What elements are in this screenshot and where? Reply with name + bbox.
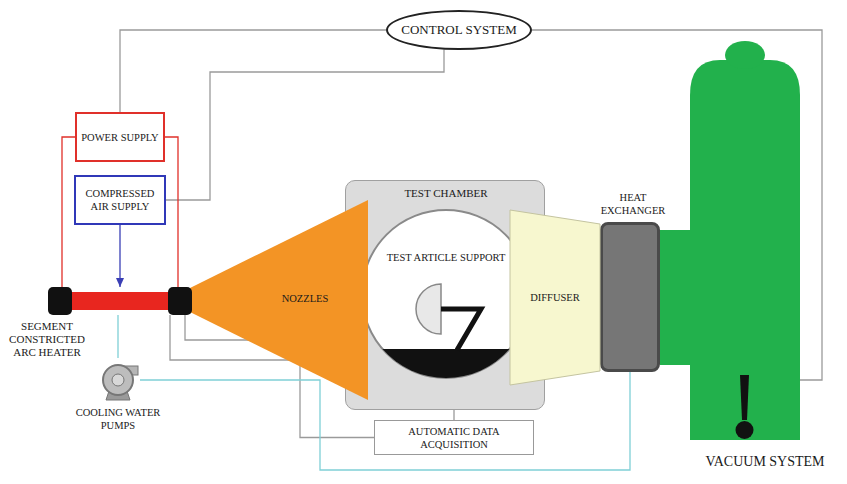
arc-heater-outline bbox=[48, 287, 192, 315]
node-label: COMPRESSED AIR SUPPLY bbox=[80, 187, 160, 213]
vacuum-tank-outline bbox=[660, 35, 800, 440]
text-holder: VACUUM SYSTEM bbox=[680, 453, 847, 470]
control-wire bbox=[120, 30, 386, 112]
text-holder: POWER SUPPLY bbox=[77, 114, 163, 160]
heat-exchanger: HEAT EXCHANGER bbox=[600, 222, 660, 372]
text-holder: COOLING WATER PUMPS bbox=[72, 406, 164, 432]
text-holder: DIFFUSER bbox=[510, 210, 600, 385]
node-label: HEAT EXCHANGER bbox=[588, 191, 678, 217]
air-feed-arrow bbox=[119, 225, 120, 287]
text-holder: NOZZLES bbox=[250, 292, 360, 305]
node-label: TEST ARTICLE SUPPORT bbox=[386, 251, 506, 264]
power-supply-box: POWER SUPPLY bbox=[75, 112, 165, 162]
nozzle-cone-outline bbox=[190, 200, 368, 400]
test-section-circle-outline bbox=[361, 209, 531, 379]
text-holder: HEAT EXCHANGER bbox=[588, 191, 678, 217]
vacuum-tank: VACUUM SYSTEM bbox=[660, 35, 800, 440]
text-holder: AUTOMATIC DATA ACQUISITION bbox=[375, 421, 533, 454]
node-label: NOZZLES bbox=[250, 292, 360, 305]
nozzle-cone: NOZZLES bbox=[190, 200, 368, 400]
text-holder: TEST CHAMBER bbox=[346, 187, 546, 200]
cooling-pump-outline bbox=[96, 358, 140, 402]
node-label: VACUUM SYSTEM bbox=[680, 453, 847, 470]
control-wire bbox=[166, 50, 444, 200]
node-label: SEGMENT CONSTRICTED ARC HEATER bbox=[4, 320, 90, 359]
test-section-circle: TEST ARTICLE SUPPORT bbox=[361, 209, 531, 379]
text-holder: TEST ARTICLE SUPPORT bbox=[386, 251, 506, 264]
data-acquisition-box: AUTOMATIC DATA ACQUISITION bbox=[374, 420, 534, 455]
node-label: TEST CHAMBER bbox=[346, 187, 546, 200]
node-label: AUTOMATIC DATA ACQUISITION bbox=[380, 425, 528, 451]
cooling-pump: COOLING WATER PUMPS bbox=[96, 358, 140, 402]
arc-heater: SEGMENT CONSTRICTED ARC HEATER bbox=[48, 287, 192, 315]
node-label: POWER SUPPLY bbox=[81, 131, 158, 144]
text-holder: CONTROL SYSTEM bbox=[388, 12, 530, 48]
diffuser: DIFFUSER bbox=[510, 210, 600, 385]
node-label: CONTROL SYSTEM bbox=[401, 22, 516, 38]
node-label: COOLING WATER PUMPS bbox=[72, 406, 164, 432]
data-line bbox=[453, 410, 454, 420]
text-holder: COMPRESSED AIR SUPPLY bbox=[76, 177, 164, 223]
cooling-water-line bbox=[117, 315, 118, 358]
air-supply-box: COMPRESSED AIR SUPPLY bbox=[74, 175, 166, 225]
text-holder: SEGMENT CONSTRICTED ARC HEATER bbox=[4, 320, 90, 359]
node-label: DIFFUSER bbox=[530, 291, 580, 304]
control-ellipse: CONTROL SYSTEM bbox=[386, 10, 532, 50]
